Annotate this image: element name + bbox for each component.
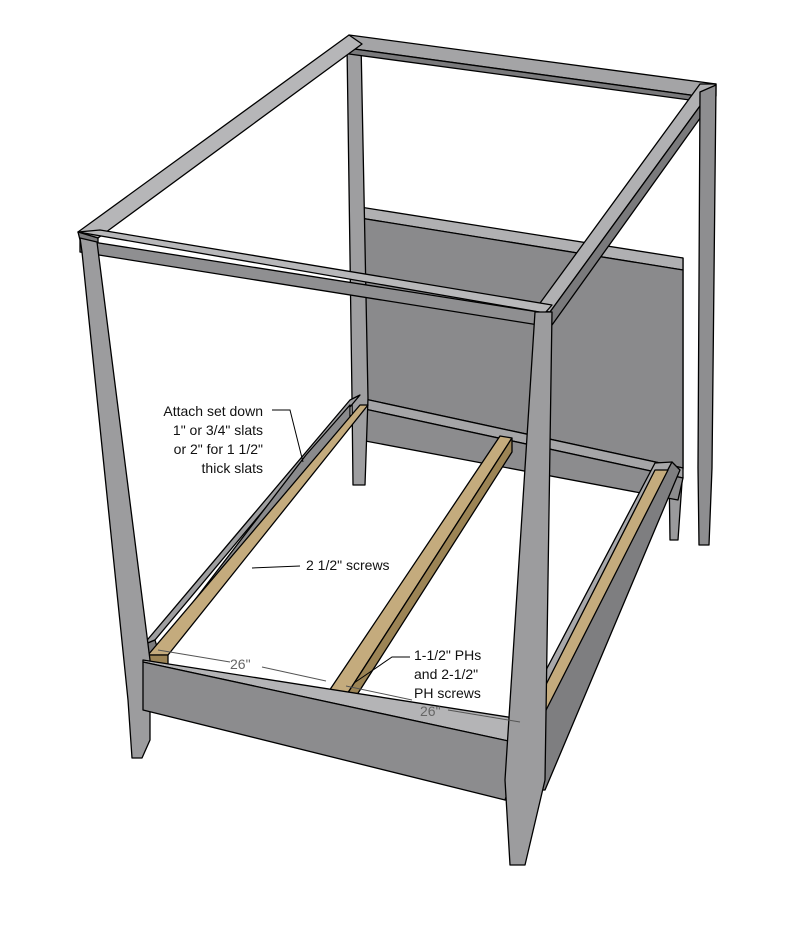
dimension-lines (157, 649, 521, 723)
front-right-post-upper (697, 84, 717, 546)
headboard (359, 206, 684, 501)
screws-note: 2 1/2" screws (306, 557, 390, 573)
set-down-note-line-2: 1" or 3/4" slats (173, 422, 263, 438)
front-right-post-lower (504, 311, 553, 866)
dimension-right: 26" (420, 703, 441, 719)
set-down-note-line-4: thick slats (202, 460, 263, 476)
set-down-note-line-1: Attach set down (163, 403, 263, 419)
set-down-note-line-3: or 2" for 1 1/2" (174, 441, 263, 457)
pocket-hole-note-line-1: 1-1/2" PHs (414, 647, 481, 663)
canopy-frame (77, 34, 717, 327)
pocket-hole-note-line-3: PH screws (414, 685, 481, 701)
front-left-post (79, 237, 151, 759)
pocket-hole-note-line-2: and 2-1/2" (414, 666, 478, 682)
leader-lines (251, 409, 410, 684)
dimension-left: 26" (230, 656, 251, 672)
